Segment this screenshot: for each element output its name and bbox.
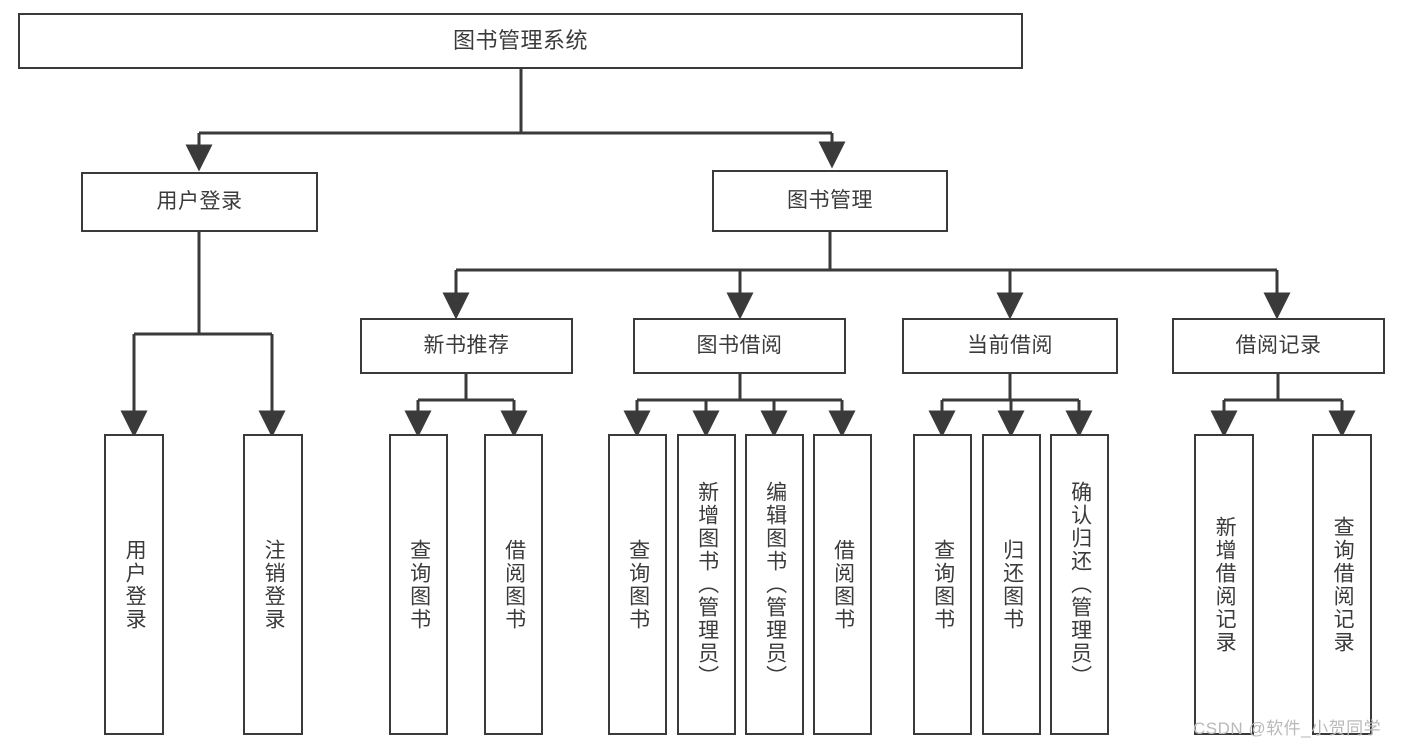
leaf-record-query-record[interactable]: 查询借阅记录 <box>1312 434 1372 735</box>
node-label: 图书管理 <box>787 188 873 212</box>
node-label: 新增图书（管理员） <box>695 481 719 688</box>
node-label: 查询图书 <box>626 538 650 631</box>
node-label: 借阅图书 <box>502 538 526 631</box>
leaf-current-query-book[interactable]: 查询图书 <box>913 434 972 735</box>
node-label: 图书借阅 <box>696 333 783 357</box>
node-user-login[interactable]: 用户登录 <box>81 172 318 232</box>
node-label: 当前借阅 <box>967 333 1053 357</box>
node-label: 图书管理系统 <box>452 28 588 54</box>
node-current-borrow[interactable]: 当前借阅 <box>902 318 1118 374</box>
leaf-current-confirm-return-admin[interactable]: 确认归还（管理员） <box>1050 434 1109 735</box>
node-label: 用户登录 <box>123 538 147 631</box>
node-label: 借阅图书 <box>831 538 855 631</box>
node-label: 查询借阅记录 <box>1331 515 1355 654</box>
leaf-borrow-edit-book-admin[interactable]: 编辑图书（管理员） <box>745 434 804 735</box>
node-label: 查询图书 <box>931 538 955 631</box>
leaf-borrow-query-book[interactable]: 查询图书 <box>608 434 667 735</box>
node-label: 借阅记录 <box>1235 333 1322 357</box>
node-book-management[interactable]: 图书管理 <box>712 170 948 232</box>
leaf-record-add-record[interactable]: 新增借阅记录 <box>1194 434 1254 735</box>
node-root-book-management-system[interactable]: 图书管理系统 <box>18 13 1023 69</box>
leaf-current-return-book[interactable]: 归还图书 <box>982 434 1041 735</box>
node-label: 新书推荐 <box>423 333 510 357</box>
node-label: 新增借阅记录 <box>1213 515 1237 654</box>
node-label: 查询图书 <box>407 538 431 631</box>
node-label: 编辑图书（管理员） <box>763 481 787 688</box>
node-borrow-record[interactable]: 借阅记录 <box>1172 318 1385 374</box>
csdn-watermark: CSDN @软件_小贺同学 <box>1193 719 1382 738</box>
leaf-user-login-signin[interactable]: 用户登录 <box>104 434 164 735</box>
node-label: 归还图书 <box>1000 538 1024 631</box>
leaf-new-book-query[interactable]: 查询图书 <box>389 434 448 735</box>
leaf-borrow-add-book-admin[interactable]: 新增图书（管理员） <box>677 434 736 735</box>
node-book-borrow[interactable]: 图书借阅 <box>633 318 846 374</box>
node-label: 注销登录 <box>262 538 286 631</box>
node-new-book-recommend[interactable]: 新书推荐 <box>360 318 573 374</box>
node-label: 确认归还（管理员） <box>1068 481 1092 688</box>
leaf-user-login-signout[interactable]: 注销登录 <box>243 434 303 735</box>
node-label: 用户登录 <box>156 189 243 213</box>
leaf-new-book-borrow[interactable]: 借阅图书 <box>484 434 543 735</box>
leaf-borrow-borrow-book[interactable]: 借阅图书 <box>813 434 872 735</box>
